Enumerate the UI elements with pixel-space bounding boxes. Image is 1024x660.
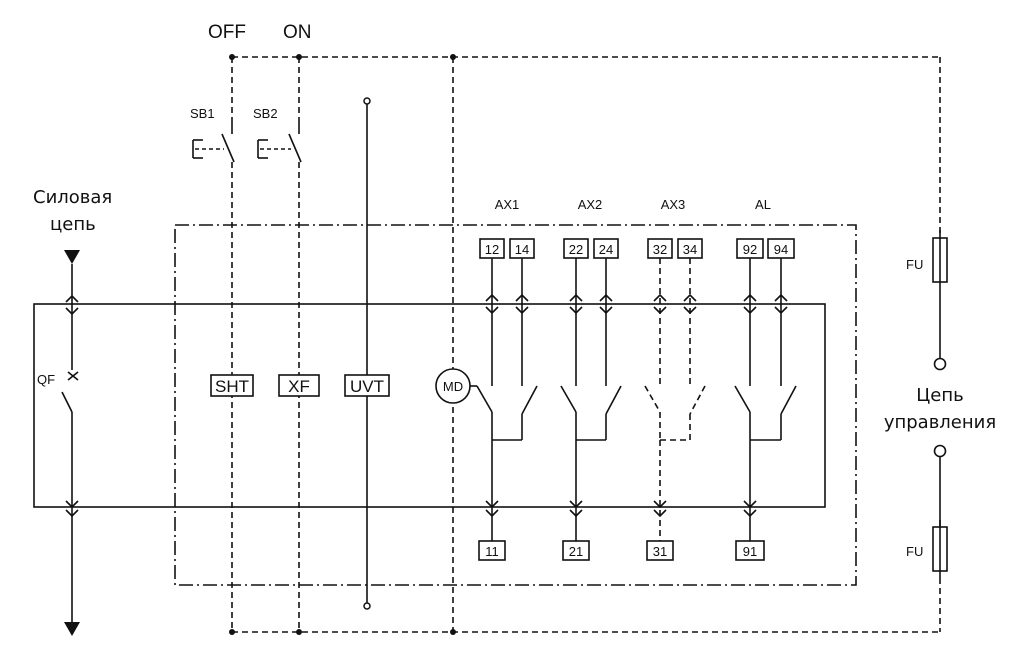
uvt-terminal-bottom bbox=[363, 602, 371, 610]
terminal-label: 14 bbox=[515, 242, 529, 257]
power-arrowhead bbox=[65, 307, 79, 316]
terminal-label: 92 bbox=[743, 242, 757, 257]
power-arrowhead bbox=[65, 509, 79, 518]
group-name-label: AL bbox=[755, 197, 771, 212]
group-name-label: AX2 bbox=[578, 197, 603, 212]
terminal-label: 24 bbox=[599, 242, 613, 257]
xf-label: XF bbox=[288, 377, 310, 396]
breaker-body bbox=[33, 303, 826, 508]
terminal-label: 91 bbox=[743, 544, 757, 559]
qf-label: QF bbox=[37, 372, 55, 387]
contact-group-ax3: AX3 32 34 31 bbox=[644, 197, 706, 561]
junction-dot bbox=[296, 629, 302, 635]
terminal-label: 11 bbox=[485, 544, 499, 559]
group-name-label: AX3 bbox=[661, 197, 686, 212]
contact-group-al: AL 92 94 91 bbox=[734, 197, 797, 561]
sb2-label: SB2 bbox=[253, 106, 278, 121]
terminal-label: 12 bbox=[485, 242, 499, 257]
sb2-button-symbol bbox=[257, 120, 302, 163]
power-arrowhead bbox=[65, 500, 79, 509]
fuse-top-label: FU bbox=[906, 257, 923, 272]
sb1-label: SB1 bbox=[190, 106, 215, 121]
contact-group-ax2: AX2 22 24 21 bbox=[560, 197, 622, 561]
sb1-button-symbol bbox=[192, 120, 235, 163]
terminal-label: 34 bbox=[683, 242, 697, 257]
uvt-label: UVT bbox=[350, 377, 384, 396]
power-input-arrow bbox=[64, 250, 80, 264]
control-terminal-bottom bbox=[933, 444, 947, 458]
contact-group-ax1: AX1 12 14 11 bbox=[476, 197, 538, 561]
uvt-box bbox=[344, 374, 390, 397]
uvt-terminal-top bbox=[363, 97, 371, 105]
power-output-arrow bbox=[64, 622, 80, 636]
power-circuit-label-2: цепь bbox=[50, 214, 96, 235]
sht-box bbox=[210, 374, 254, 397]
xf-box bbox=[278, 374, 320, 397]
md-label: MD bbox=[443, 379, 463, 394]
control-circuit-label-2: управления bbox=[884, 412, 996, 433]
terminal-label: 31 bbox=[653, 544, 667, 559]
junction-dot bbox=[229, 629, 235, 635]
terminal-label: 21 bbox=[569, 544, 583, 559]
control-circuit-label-1: Цепь bbox=[916, 385, 963, 406]
on-label: ON bbox=[283, 22, 312, 43]
power-circuit-label-1: Силовая bbox=[33, 187, 112, 208]
sht-label: SHT bbox=[215, 377, 249, 396]
power-arrowhead bbox=[65, 294, 79, 303]
terminal-label: 22 bbox=[569, 242, 583, 257]
off-label: OFF bbox=[208, 22, 246, 43]
control-terminal-top bbox=[933, 357, 947, 371]
group-name-label: AX1 bbox=[495, 197, 520, 212]
terminal-label: 94 bbox=[774, 242, 788, 257]
accessory-frame bbox=[174, 224, 857, 586]
qf-breaker-symbol bbox=[61, 366, 79, 413]
fuse-bottom-label: FU bbox=[906, 544, 923, 559]
terminal-label: 32 bbox=[653, 242, 667, 257]
